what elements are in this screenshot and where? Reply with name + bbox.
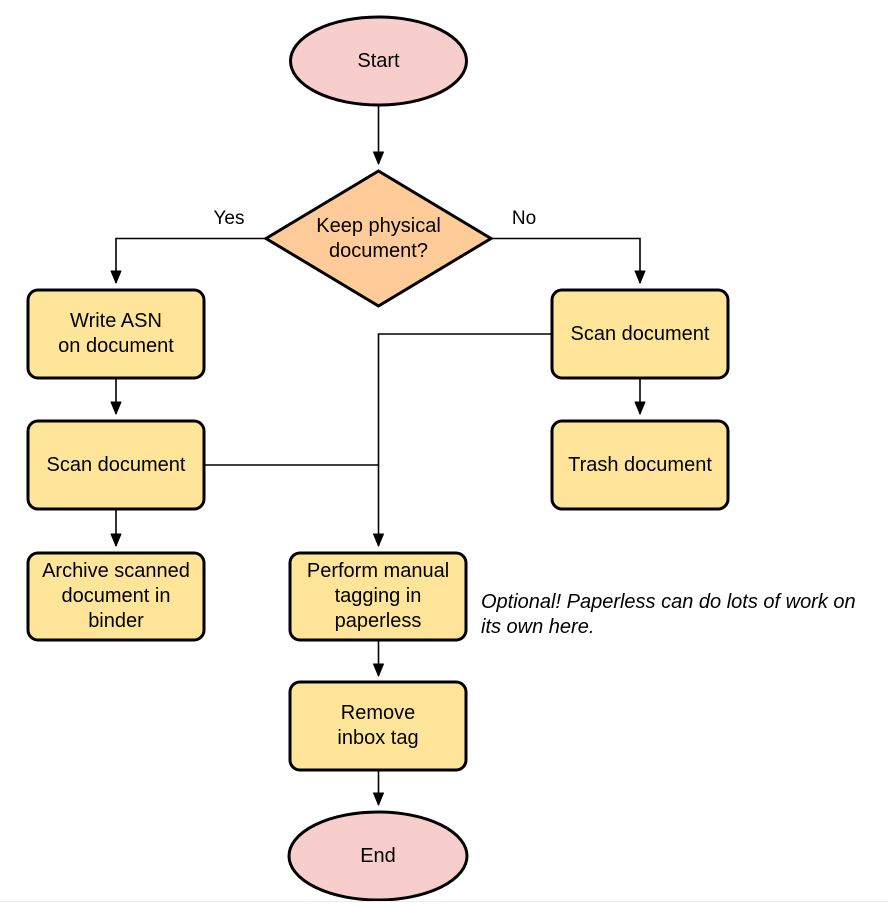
edge-scan-right-to-perform-tagging [373, 333, 552, 547]
edge-decision-yes-to-write-asn [110, 237, 266, 284]
archive-node-shape [26, 551, 206, 642]
end-node-shape [287, 810, 469, 902]
write-asn-node-shape [26, 288, 206, 380]
decision-node-shape [263, 169, 494, 308]
perform-tagging-node-shape [288, 551, 468, 642]
edge-decision-no-to-scan-right [491, 237, 646, 284]
start-node-shape [289, 15, 468, 107]
annotation-text: Optional! Paperless can do lots of work … [481, 591, 856, 638]
edge-label-yes: Yes [199, 206, 259, 231]
trash-node-shape [550, 419, 730, 511]
remove-inbox-node-shape [288, 680, 468, 772]
scan-left-node-shape [26, 419, 206, 511]
edge-label-no: No [494, 206, 554, 231]
bottom-divider [0, 901, 888, 902]
scan-right-node-shape [550, 288, 730, 380]
